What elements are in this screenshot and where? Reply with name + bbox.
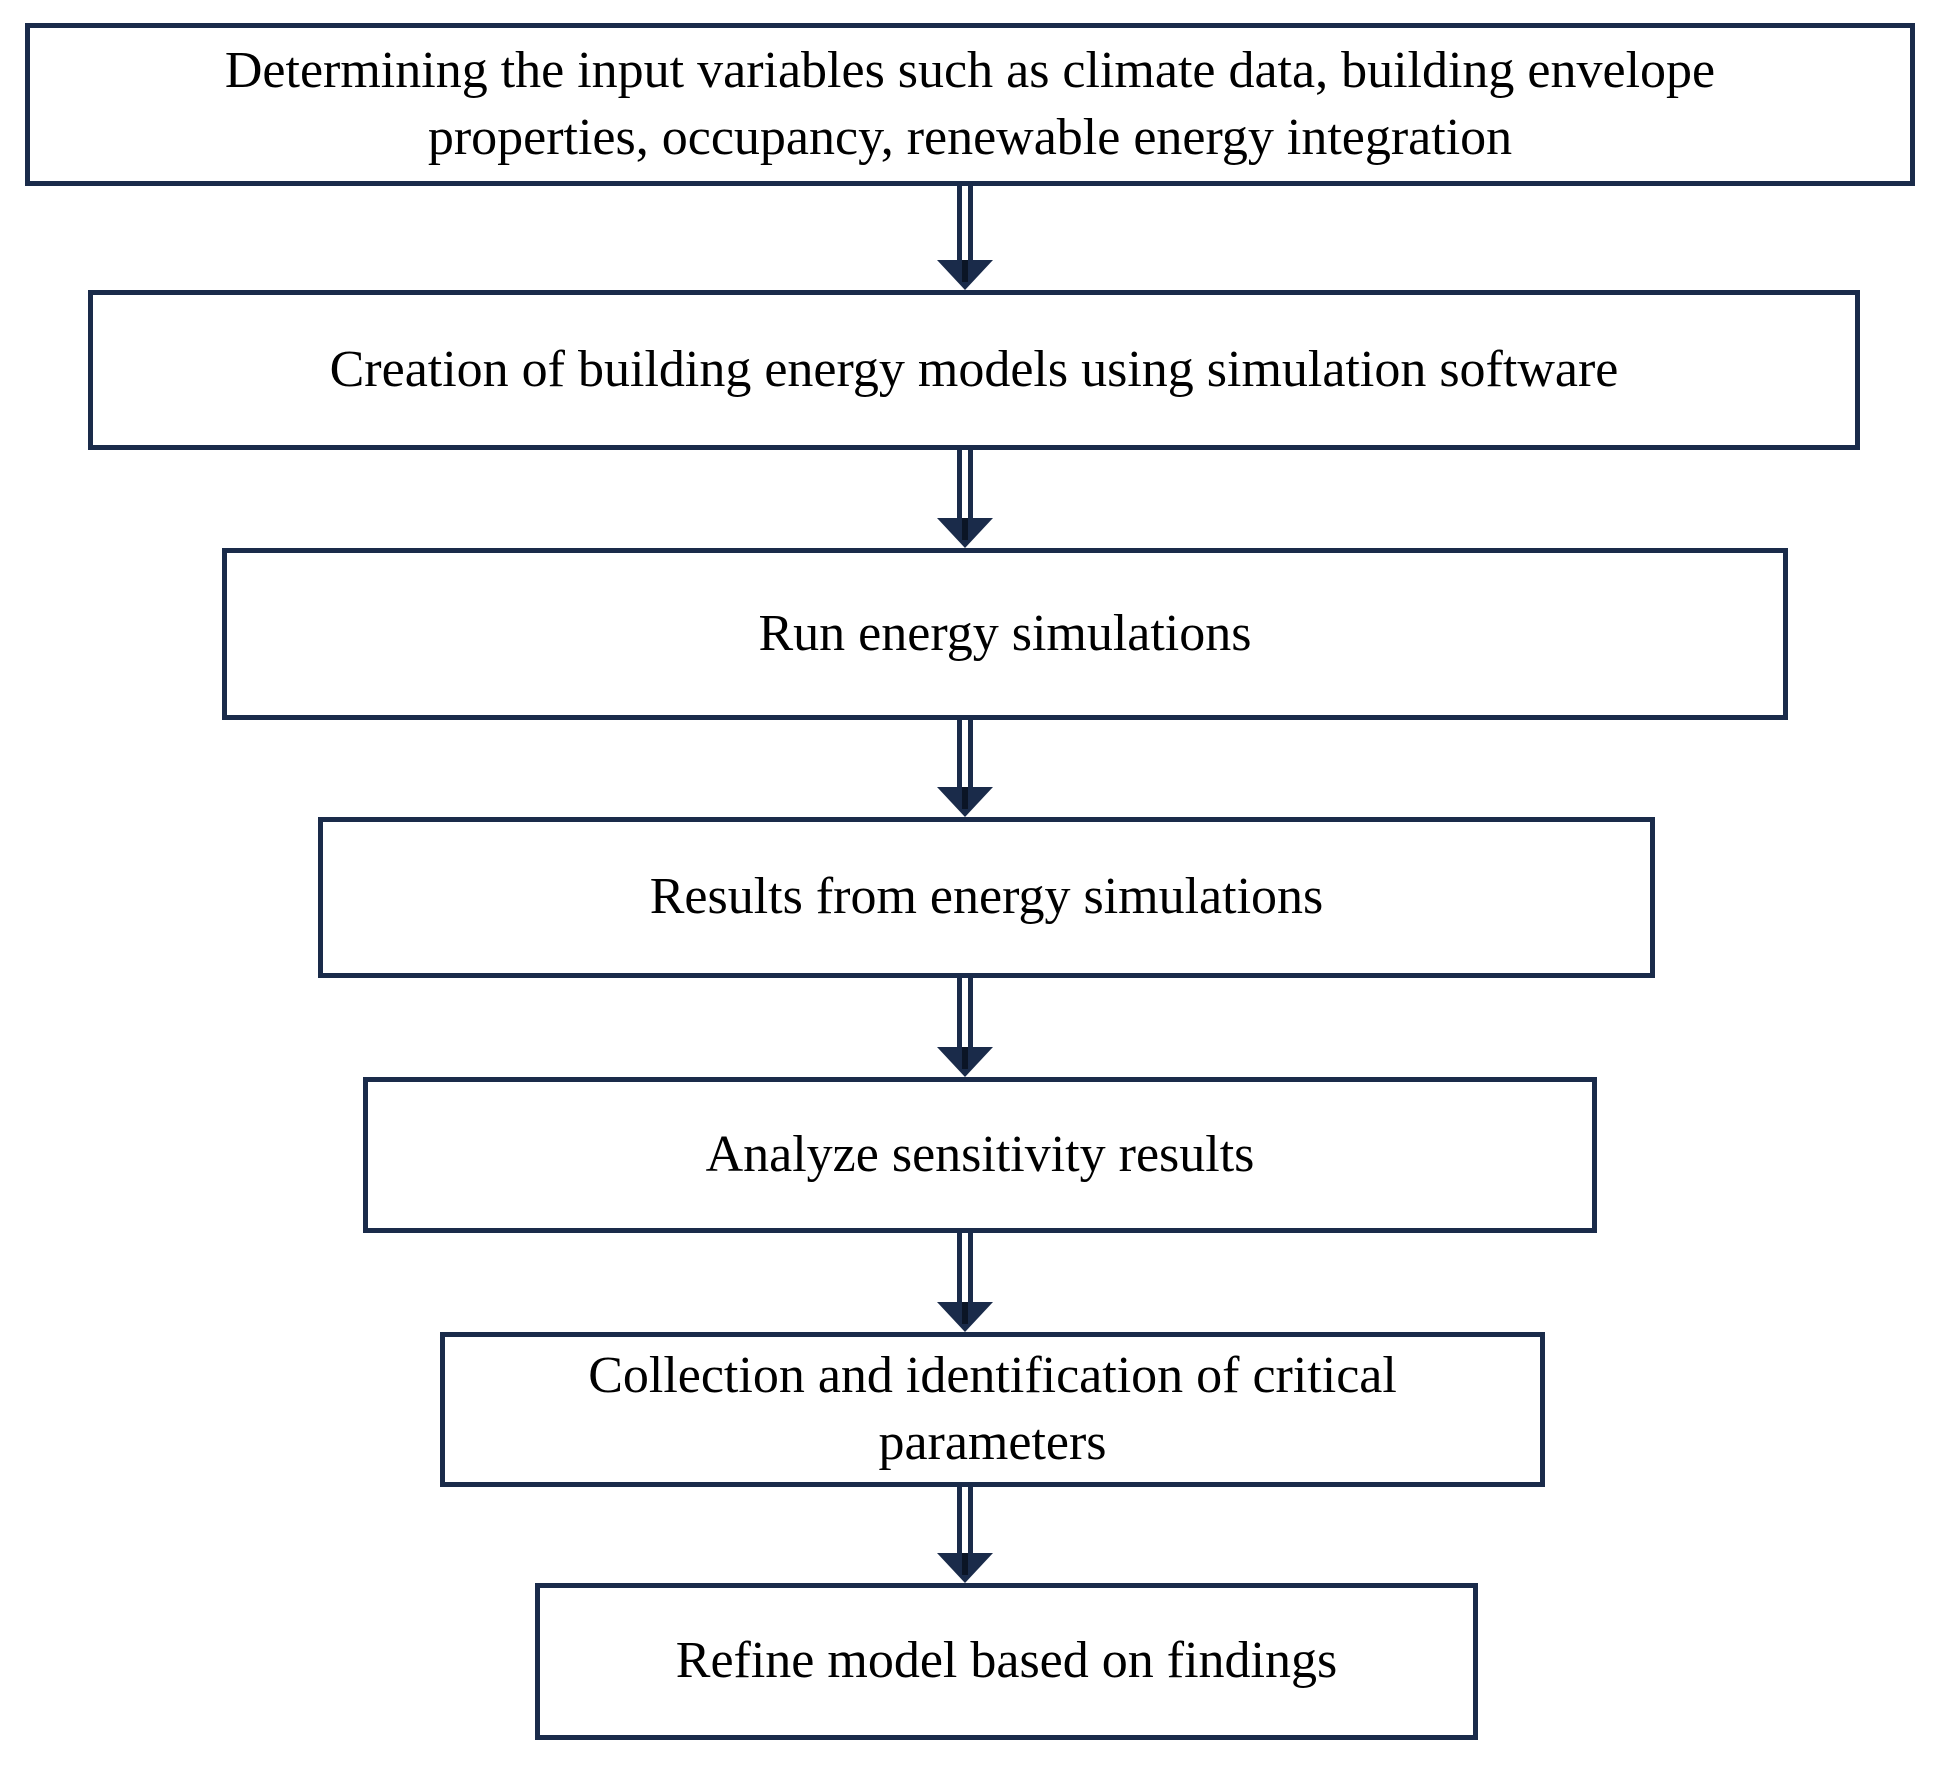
arrow-shaft: [957, 450, 973, 520]
arrow-head-slit: [962, 1553, 968, 1575]
flow-node-label: Creation of building energy models using…: [329, 340, 1619, 398]
flow-arrow-3-to-4: [0, 720, 1950, 817]
arrow-head-slit: [962, 260, 968, 282]
flow-arrow-2-to-3: [0, 450, 1950, 548]
arrow-shaft: [957, 720, 973, 789]
flow-node-creation-of-building-energy-models[interactable]: Creation of building energy models using…: [88, 290, 1860, 450]
flow-node-results-from-energy-simulations[interactable]: Results from energy simulations: [318, 817, 1655, 978]
arrow-head-slit: [962, 787, 968, 809]
flow-node-determining-input-variables[interactable]: Determining the input variables such as …: [25, 23, 1915, 186]
flow-arrow-5-to-6: [0, 1233, 1950, 1332]
arrow-head-slit: [962, 1302, 968, 1324]
flow-node-label: Run energy simulations: [758, 604, 1252, 662]
flow-node-collection-and-identification-of-critical-parameters[interactable]: Collection and identification of critica…: [440, 1332, 1545, 1487]
arrow-head-slit: [962, 518, 968, 540]
flow-node-refine-model-based-on-findings[interactable]: Refine model based on findings: [535, 1583, 1478, 1740]
arrow-shaft: [957, 186, 973, 262]
flow-node-label: Refine model based on findings: [675, 1632, 1338, 1690]
flow-node-label: Results from energy simulations: [649, 868, 1324, 926]
arrow-shaft: [957, 1233, 973, 1304]
flow-arrow-4-to-5: [0, 978, 1950, 1077]
flow-node-run-energy-simulations[interactable]: Run energy simulations: [222, 548, 1788, 720]
arrow-head-slit: [962, 1047, 968, 1069]
flow-node-label: Determining the input variables such as …: [224, 41, 1716, 166]
arrow-shaft: [957, 1487, 973, 1555]
flow-node-analyze-sensitivity-results[interactable]: Analyze sensitivity results: [363, 1077, 1597, 1233]
flow-node-label: Analyze sensitivity results: [705, 1125, 1255, 1183]
arrow-shaft: [957, 978, 973, 1049]
flow-arrow-6-to-7: [0, 1487, 1950, 1583]
flow-arrow-1-to-2: [0, 186, 1950, 290]
flow-node-label: Collection and identification of critica…: [588, 1346, 1397, 1471]
